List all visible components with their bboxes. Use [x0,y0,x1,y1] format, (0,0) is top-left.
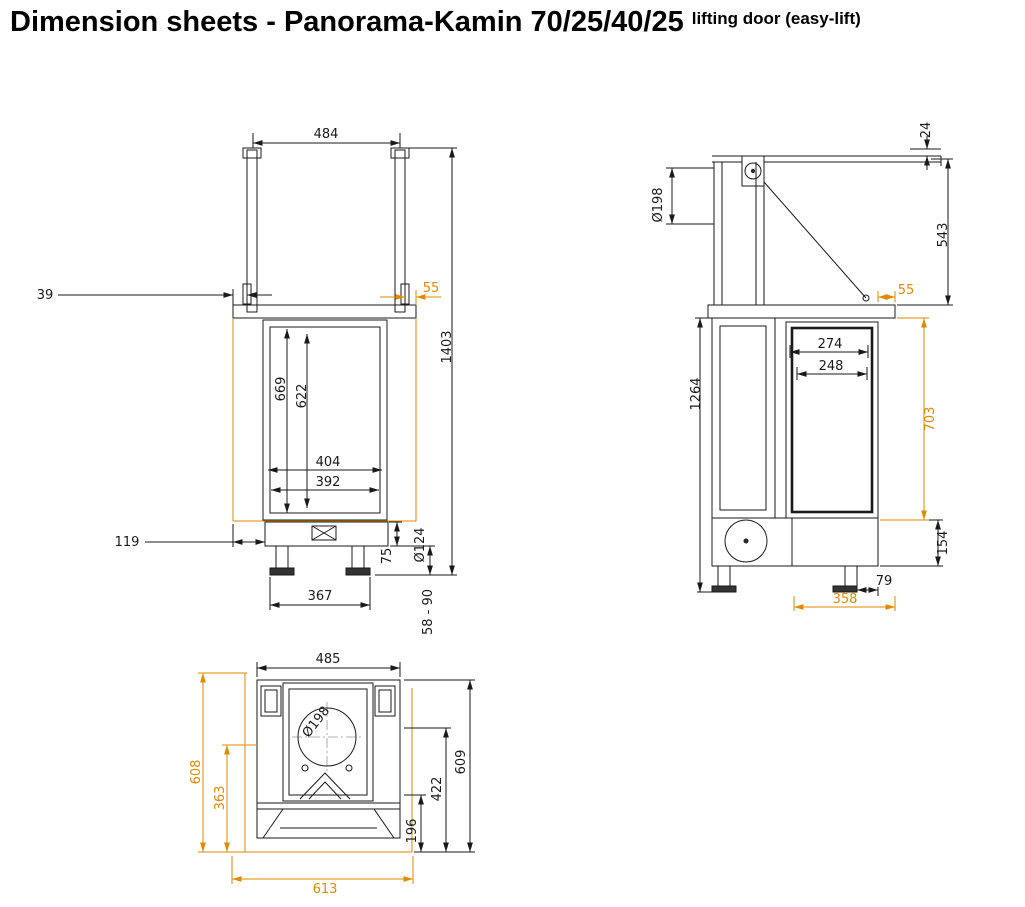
side-dim-248: 248 [819,359,844,374]
front-lifting-rails [242,147,410,313]
side-dim-274: 274 [818,337,843,352]
side-dim-154: 154 [936,531,951,556]
side-dim-358: 358 [833,592,858,607]
side-dim-24: 24 [919,122,934,139]
top-dim-613: 613 [313,882,338,897]
side-dim-lines-accent [793,291,929,611]
top-dim-485: 485 [316,652,341,667]
front-dim-58-90: 58 - 90 [421,589,436,635]
front-dim-392: 392 [316,475,341,490]
side-view: 24 Ø198 543 55 274 248 1264 703 154 79 3… [651,122,953,611]
top-dim-lines-accent [198,672,414,884]
front-dim-484: 484 [314,127,339,142]
front-base-and-legs [264,521,389,576]
front-dim-39: 39 [37,288,54,303]
top-dim-608: 608 [189,760,204,785]
front-dim-119: 119 [115,535,140,550]
side-dim-703: 703 [923,407,938,432]
top-dim-198: Ø198 [300,704,333,741]
side-dim-55: 55 [898,283,915,298]
top-dim-422: 422 [430,777,445,802]
page-title-suffix: lifting door (easy-lift) [691,9,861,28]
side-body [711,317,879,519]
front-dim-124: Ø124 [413,527,428,562]
front-dim-lines [58,133,457,610]
title-bar: Dimension sheets - Panorama-Kamin 70/25/… [10,6,861,39]
page-title: Dimension sheets - Panorama-Kamin 70/25/… [10,6,684,38]
side-track-and-mast [712,148,942,305]
front-dim-404: 404 [316,455,341,470]
side-dim-543: 543 [936,223,951,248]
top-dim-609: 609 [454,750,469,775]
front-view: 484 39 55 1403 669 622 404 392 119 75 Ø1… [37,127,457,635]
front-dim-75: 75 [380,548,395,565]
top-body [256,679,401,839]
side-dim-198: Ø198 [651,187,666,222]
front-firebox [262,319,388,521]
top-dim-196: 196 [405,819,420,844]
front-dim-367: 367 [308,589,333,604]
side-base-and-legs [711,517,879,593]
side-dim-79: 79 [876,574,893,589]
front-dim-55: 55 [423,281,440,296]
top-dim-363: 363 [213,786,228,811]
front-shelf [232,304,417,319]
top-view: 485 Ø198 608 363 609 422 196 613 [189,652,475,897]
side-dim-lines [666,136,953,596]
front-cladding-outline [232,318,417,522]
front-dim-1403: 1403 [440,330,455,363]
side-shelf [707,304,896,319]
front-dim-622: 622 [295,384,310,409]
top-cladding-outline [198,673,413,853]
top-dim-lines [256,662,475,853]
front-dim-lines-accent [380,290,441,305]
front-dim-669: 669 [274,377,289,402]
side-dim-1264: 1264 [689,377,704,410]
